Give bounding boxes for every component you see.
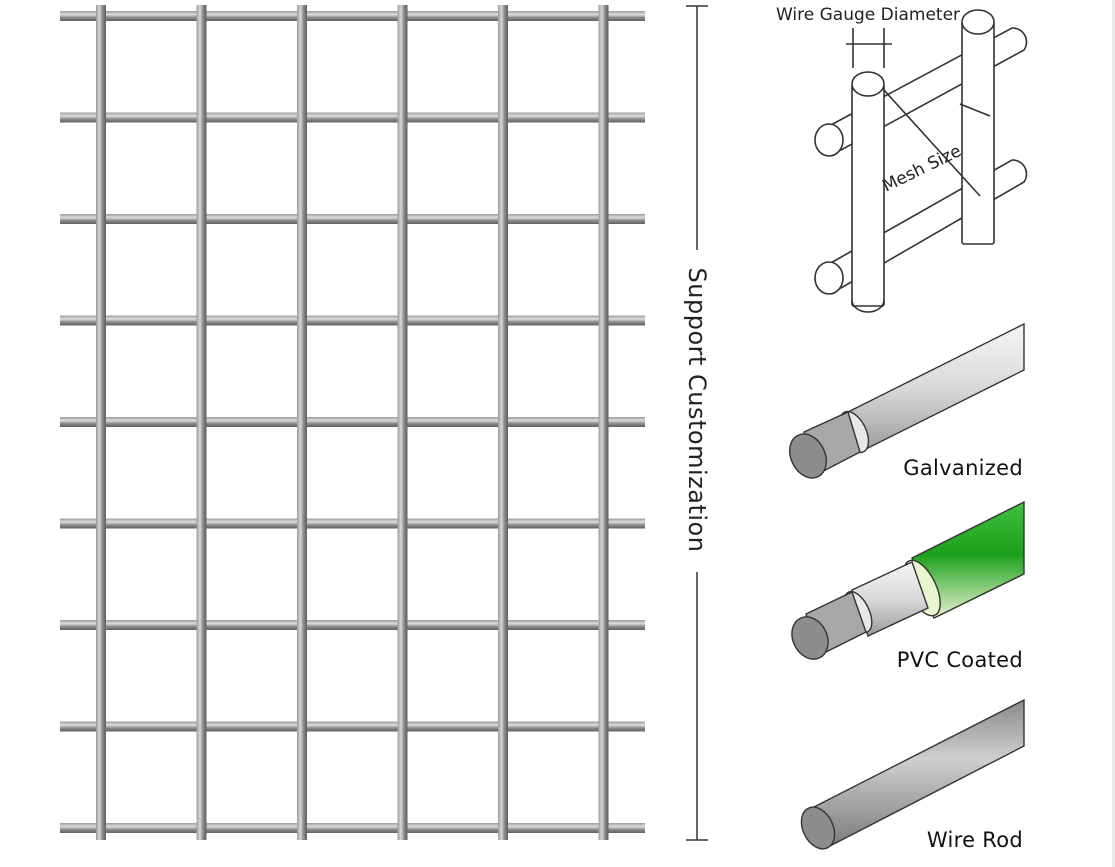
- horizontal-wire: [60, 620, 645, 630]
- horizontal-wire: [60, 315, 645, 326]
- support-customization-label: Support Customization: [683, 263, 711, 557]
- vertical-wire: [598, 5, 609, 840]
- mesh-detail-diagram: Wire Gauge Diameter Mesh Size: [776, 5, 1028, 313]
- vertical-wire: [397, 5, 408, 840]
- horizontal-wire: [60, 112, 645, 123]
- pvc-coated-label: PVC Coated: [896, 648, 1023, 672]
- vertical-wire: [96, 5, 106, 840]
- pvc-coated-wire-image: [791, 500, 1025, 660]
- wire-rod-image: [800, 698, 1025, 850]
- welded-wire-mesh-image: [60, 5, 645, 840]
- vertical-wire: [196, 5, 207, 840]
- dimension-bracket: [686, 5, 708, 841]
- galvanized-wire-image: [788, 322, 1025, 479]
- horizontal-wire: [60, 823, 645, 833]
- vertical-wire: [498, 5, 508, 840]
- mesh-size-label: Mesh Size: [879, 141, 964, 196]
- page-edge-divider: [1112, 0, 1115, 867]
- wire-rod-label: Wire Rod: [926, 828, 1023, 852]
- horizontal-wire: [60, 721, 645, 732]
- wire-gauge-diameter-label: Wire Gauge Diameter: [776, 5, 960, 25]
- horizontal-wire: [60, 214, 645, 224]
- vertical-wire: [297, 5, 307, 840]
- horizontal-wire: [60, 11, 645, 21]
- horizontal-wire: [60, 518, 645, 529]
- horizontal-wire: [60, 417, 645, 427]
- galvanized-label: Galvanized: [903, 456, 1023, 480]
